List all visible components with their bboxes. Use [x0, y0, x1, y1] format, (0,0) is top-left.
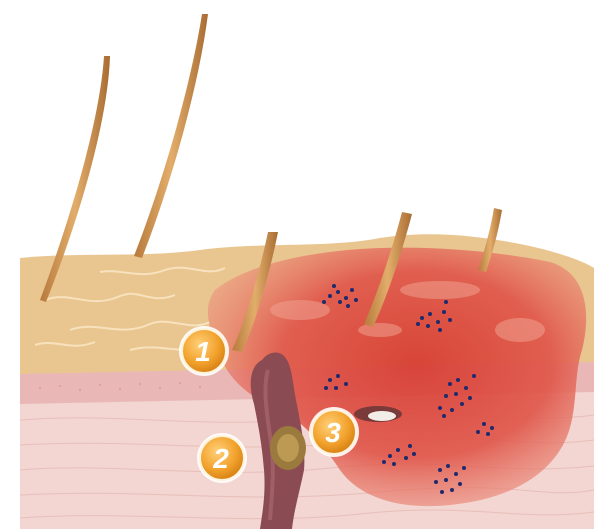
- callout-label-3: 3: [325, 417, 341, 448]
- callout-badge-1[interactable]: 1: [179, 326, 229, 376]
- hair-2: [134, 14, 208, 258]
- callout-label-2: 2: [212, 443, 229, 474]
- callout-badge-2[interactable]: 2: [197, 433, 247, 483]
- callout-label-1: 1: [195, 336, 211, 367]
- callout-badge-3[interactable]: 3: [309, 407, 359, 457]
